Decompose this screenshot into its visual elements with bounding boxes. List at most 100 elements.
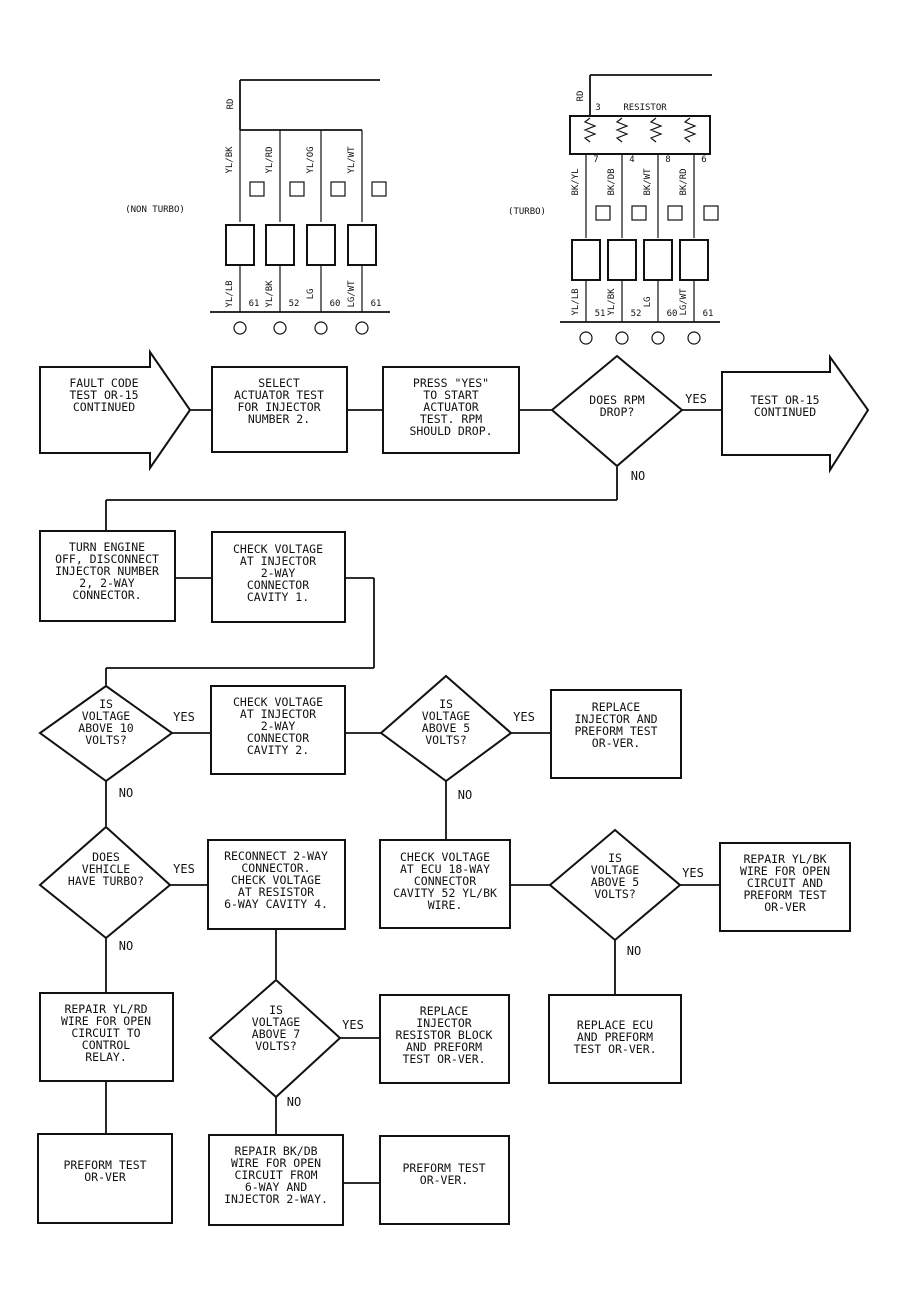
step-line: OFF, DISCONNECT: [55, 552, 159, 566]
decision-line: DOES RPM: [589, 393, 644, 407]
perform-test-step-a: PREFORM TEST OR-VER: [37, 1133, 173, 1224]
sensor-icon: [355, 321, 369, 335]
decision-line: VOLTS?: [425, 733, 467, 747]
yes-label: YES: [513, 710, 535, 724]
turbo-injector-3: 8 BK/WT LG 60: [643, 154, 683, 345]
step-line: PREFORM TEST: [402, 1161, 485, 1175]
repair-bk-db-step: REPAIR BK/DB WIRE FOR OPEN CIRCUIT FROM …: [208, 1134, 344, 1226]
injector-body: [225, 224, 255, 266]
wire-label: YL/LB: [571, 288, 581, 315]
step-line: TEST. RPM: [420, 412, 482, 426]
step-line: TEST OR-VER.: [573, 1042, 656, 1056]
wire-label: YL/BK: [607, 288, 617, 316]
sensor-icon: [687, 331, 701, 345]
step-line: OR-VER: [84, 1170, 126, 1184]
repair-yl-rd-step: REPAIR YL/RD WIRE FOR OPEN CIRCUIT TO CO…: [39, 992, 174, 1082]
step-line: INJECTOR AND: [574, 712, 657, 726]
injector-body: [679, 239, 709, 281]
no-label: NO: [627, 944, 641, 958]
yes-label: YES: [173, 862, 195, 876]
connector-icon: [631, 205, 647, 221]
connector-icon: [703, 205, 719, 221]
voltage-above-5-decision-a: IS VOLTAGE ABOVE 5 VOLTS?: [379, 674, 513, 783]
step-line: CHECK VOLTAGE: [233, 542, 323, 556]
select-actuator-step: SELECT ACTUATOR TEST FOR INJECTOR NUMBER…: [211, 366, 348, 453]
decision-line: IS: [99, 697, 113, 711]
step-line: CIRCUIT FROM: [234, 1168, 317, 1182]
replace-ecu-step: REPLACE ECU AND PREFORM TEST OR-VER.: [548, 994, 682, 1084]
step-line: 2, 2-WAY: [79, 576, 134, 590]
sensor-icon: [615, 331, 629, 345]
wire-label: YL/LB: [225, 280, 235, 307]
connector-icon: [667, 205, 683, 221]
step-line: SELECT: [258, 376, 300, 390]
step-line: 2-WAY: [261, 719, 296, 733]
injector-body: [643, 239, 673, 281]
resistor-icon: [583, 117, 697, 143]
step-line: CAVITY 2.: [247, 743, 309, 757]
sensor-icon: [233, 321, 247, 335]
step-line: 6-WAY CAVITY 4.: [224, 897, 328, 911]
pin-label: 4: [629, 155, 634, 165]
replace-injector-step: REPLACE INJECTOR AND PREFORM TEST OR-VER…: [550, 689, 682, 779]
turbo-injector-2: 4 BK/DB YL/BK 52: [607, 154, 647, 345]
step-line: CHECK VOLTAGE: [233, 695, 323, 709]
wire-label: LG: [306, 289, 316, 300]
no-label: NO: [631, 469, 645, 483]
decision-line: VOLTS?: [594, 887, 636, 901]
non-turbo-label: (NON TURBO): [125, 205, 185, 215]
wire-label: BK/WT: [643, 168, 653, 196]
voltage-above-5-decision-b: IS VOLTAGE ABOVE 5 VOLTS?: [548, 828, 682, 942]
no-label: NO: [119, 939, 133, 953]
sensor-icon: [273, 321, 287, 335]
pin-label: 7: [593, 155, 598, 165]
pin-label: 3: [595, 103, 600, 113]
injector-1: YL/BK YL/LB 61: [225, 130, 265, 335]
step-line: WIRE FOR OPEN: [740, 864, 830, 878]
pin-label: 52: [289, 299, 300, 309]
wire-label: YL/BK: [225, 146, 235, 174]
start-block: FAULT CODE TEST OR-15 CONTINUED: [39, 348, 192, 472]
step-line: RESISTOR BLOCK: [396, 1028, 493, 1042]
step-line: WIRE.: [428, 898, 463, 912]
step-line: INJECTOR 2-WAY.: [224, 1192, 328, 1206]
decision-line: DROP?: [600, 405, 635, 419]
wire-label: LG/WT: [347, 280, 357, 308]
decision-line: ABOVE 5: [422, 721, 470, 735]
step-line: PREFORM TEST: [743, 888, 826, 902]
sensor-icon: [651, 331, 665, 345]
step-line: WIRE FOR OPEN: [231, 1156, 321, 1170]
decision-line: IS: [608, 851, 622, 865]
step-line: PRESS "YES": [413, 376, 489, 390]
pin-label: 8: [665, 155, 670, 165]
rd-wire-label: RD: [226, 99, 236, 110]
connector-icon: [289, 181, 305, 197]
step-line: ACTUATOR TEST: [234, 388, 324, 402]
step-line: TEST OR-15: [750, 393, 819, 407]
step-line: REPLACE: [592, 700, 641, 714]
step-line: CAVITY 1.: [247, 590, 309, 604]
pin-label: 60: [667, 309, 678, 319]
turbo-injector-1: 7 BK/YL YL/LB 51: [571, 154, 611, 345]
pin-label: 52: [631, 309, 642, 319]
check-cavity-1-step: CHECK VOLTAGE AT INJECTOR 2-WAY CONNECTO…: [211, 531, 346, 623]
start-line: CONTINUED: [73, 400, 135, 414]
step-line: REPLACE ECU: [577, 1018, 653, 1032]
step-line: CONNECTOR: [414, 874, 476, 888]
decision-line: HAVE TURBO?: [68, 874, 144, 888]
yes-label: YES: [682, 866, 704, 880]
step-line: CHECK VOLTAGE: [400, 850, 490, 864]
step-line: CONTINUED: [754, 405, 816, 419]
pin-label: 6: [701, 155, 706, 165]
step-line: TURN ENGINE: [69, 540, 145, 554]
wire-label: LG: [643, 297, 653, 308]
connector-icon: [249, 181, 265, 197]
injector-3: YL/OG LG 60: [306, 130, 346, 335]
wire-label: LG/WT: [679, 288, 689, 316]
perform-test-step-b: PREFORM TEST OR-VER.: [379, 1135, 510, 1225]
decision-line: VOLTAGE: [422, 709, 471, 723]
step-line: CAVITY 52 YL/BK: [393, 886, 497, 900]
decision-line: ABOVE 10: [78, 721, 133, 735]
resistor-label: RESISTOR: [623, 103, 667, 113]
wire-label: YL/RD: [265, 146, 275, 173]
